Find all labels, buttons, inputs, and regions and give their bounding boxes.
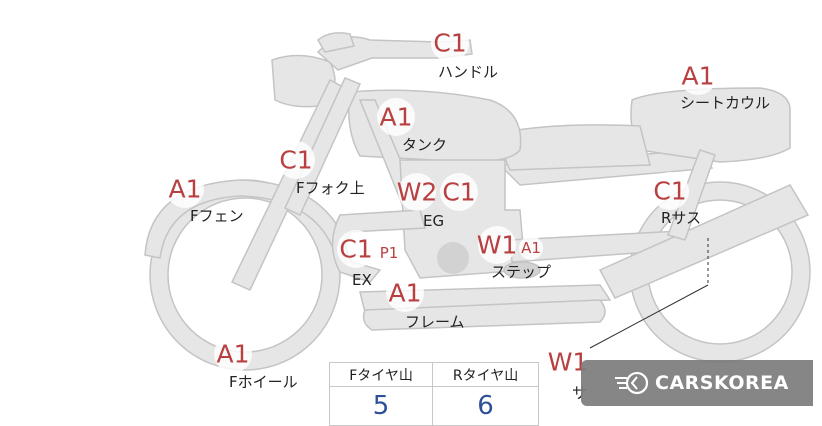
svg-text:W1: W1 — [477, 231, 518, 260]
front-tire-tread-header: Fタイヤ山 — [328, 362, 434, 387]
rear-tire-tread-value: 6 — [432, 386, 539, 426]
svg-text:C1: C1 — [339, 235, 372, 264]
label-front-fender: Fフェン — [190, 207, 244, 225]
svg-text:W2: W2 — [397, 178, 438, 207]
carskorea-watermark: CARSKOREA — [581, 360, 813, 406]
badge-handle: C1 — [431, 24, 469, 62]
svg-text:A1: A1 — [681, 62, 714, 91]
svg-text:P1: P1 — [380, 244, 399, 262]
label-rear-suspension: Rサス — [661, 209, 701, 227]
badge-front-fork: C1 — [277, 141, 315, 179]
svg-text:C1: C1 — [653, 177, 686, 206]
label-seat-cowl: シートカウル — [680, 94, 770, 112]
label-front-fork: Fフォク上 — [296, 179, 365, 197]
label-handle: ハンドル — [438, 63, 498, 81]
label-tank: タンク — [402, 136, 447, 154]
front-tire-tread-value: 5 — [328, 386, 434, 426]
svg-text:A1: A1 — [521, 239, 541, 257]
badge-front-fender: A1 — [166, 170, 204, 208]
badge-engine-c: C1 — [440, 173, 478, 211]
svg-text:A1: A1 — [216, 340, 249, 369]
label-engine: EG — [423, 212, 444, 230]
badge-step-a: A1 — [519, 236, 543, 260]
badge-frame: A1 — [386, 274, 424, 312]
badge-exhaust-p: P1 — [377, 241, 401, 265]
badge-tank: A1 — [377, 98, 415, 136]
leader-line-side — [589, 284, 709, 349]
label-exhaust: EX — [352, 271, 372, 289]
label-front-wheel: Fホイール — [229, 373, 298, 391]
badge-exhaust-c: C1 — [337, 230, 375, 268]
badge-step-w: W1 — [477, 226, 518, 264]
badge-front-wheel: A1 — [214, 335, 252, 373]
badge-rear-suspension: C1 — [651, 172, 689, 210]
watermark-text: CARSKOREA — [655, 372, 789, 394]
svg-text:C1: C1 — [279, 146, 312, 175]
label-frame: フレーム — [405, 313, 465, 331]
svg-text:A1: A1 — [388, 279, 421, 308]
tire-tread-table: Fタイヤ山 Rタイヤ山 5 6 — [328, 362, 539, 426]
tire-tread-header-row: Fタイヤ山 Rタイヤ山 — [328, 362, 539, 387]
badge-seat-cowl: A1 — [679, 57, 717, 95]
rear-tire-tread-header: Rタイヤ山 — [432, 362, 539, 387]
tire-tread-value-row: 5 6 — [328, 386, 539, 426]
svg-text:A1: A1 — [379, 103, 412, 132]
svg-text:C1: C1 — [442, 178, 475, 207]
svg-text:C1: C1 — [433, 29, 466, 58]
label-step: ステップ — [491, 263, 551, 281]
svg-text:A1: A1 — [168, 175, 201, 204]
badge-engine-w: W2 — [397, 173, 438, 211]
carskorea-logo-icon — [615, 371, 649, 395]
